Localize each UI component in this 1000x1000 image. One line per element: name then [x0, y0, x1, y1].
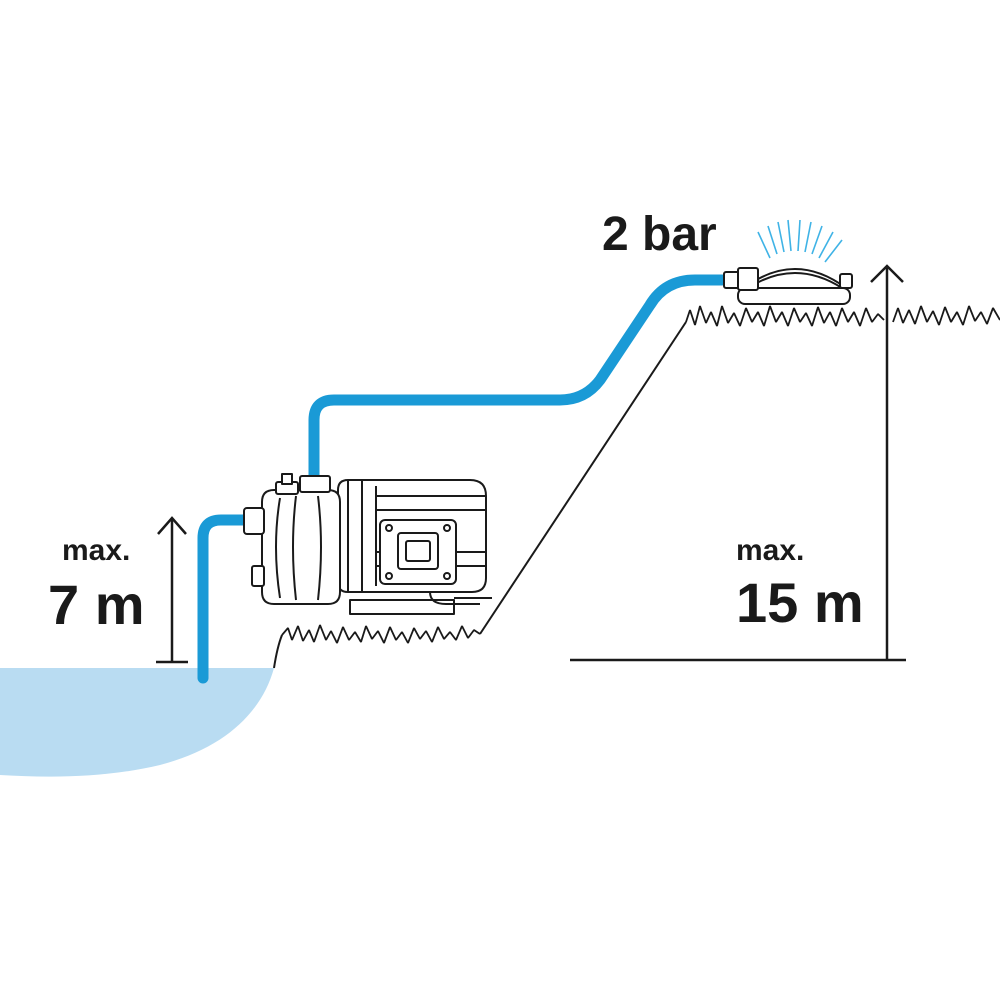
delivery-max-label: max. [736, 534, 804, 567]
sprinkler-icon [723, 267, 853, 305]
sprinkler-spray [757, 219, 843, 263]
pressure-label: 2 bar [602, 208, 717, 261]
garden-pump-icon [243, 473, 492, 615]
suction-hose [197, 514, 254, 684]
delivery-height-value: 15 m [736, 571, 864, 634]
delivery-height-arrow [570, 264, 906, 662]
water-surface-icon [0, 668, 274, 777]
suction-height-arrow [156, 516, 188, 664]
grass-icon [281, 305, 1000, 644]
suction-max-label: max. [62, 534, 130, 567]
slope-line [479, 321, 687, 635]
bank-line [273, 634, 283, 669]
suction-height-value: 7 m [48, 573, 145, 636]
delivery-hose [308, 274, 728, 481]
